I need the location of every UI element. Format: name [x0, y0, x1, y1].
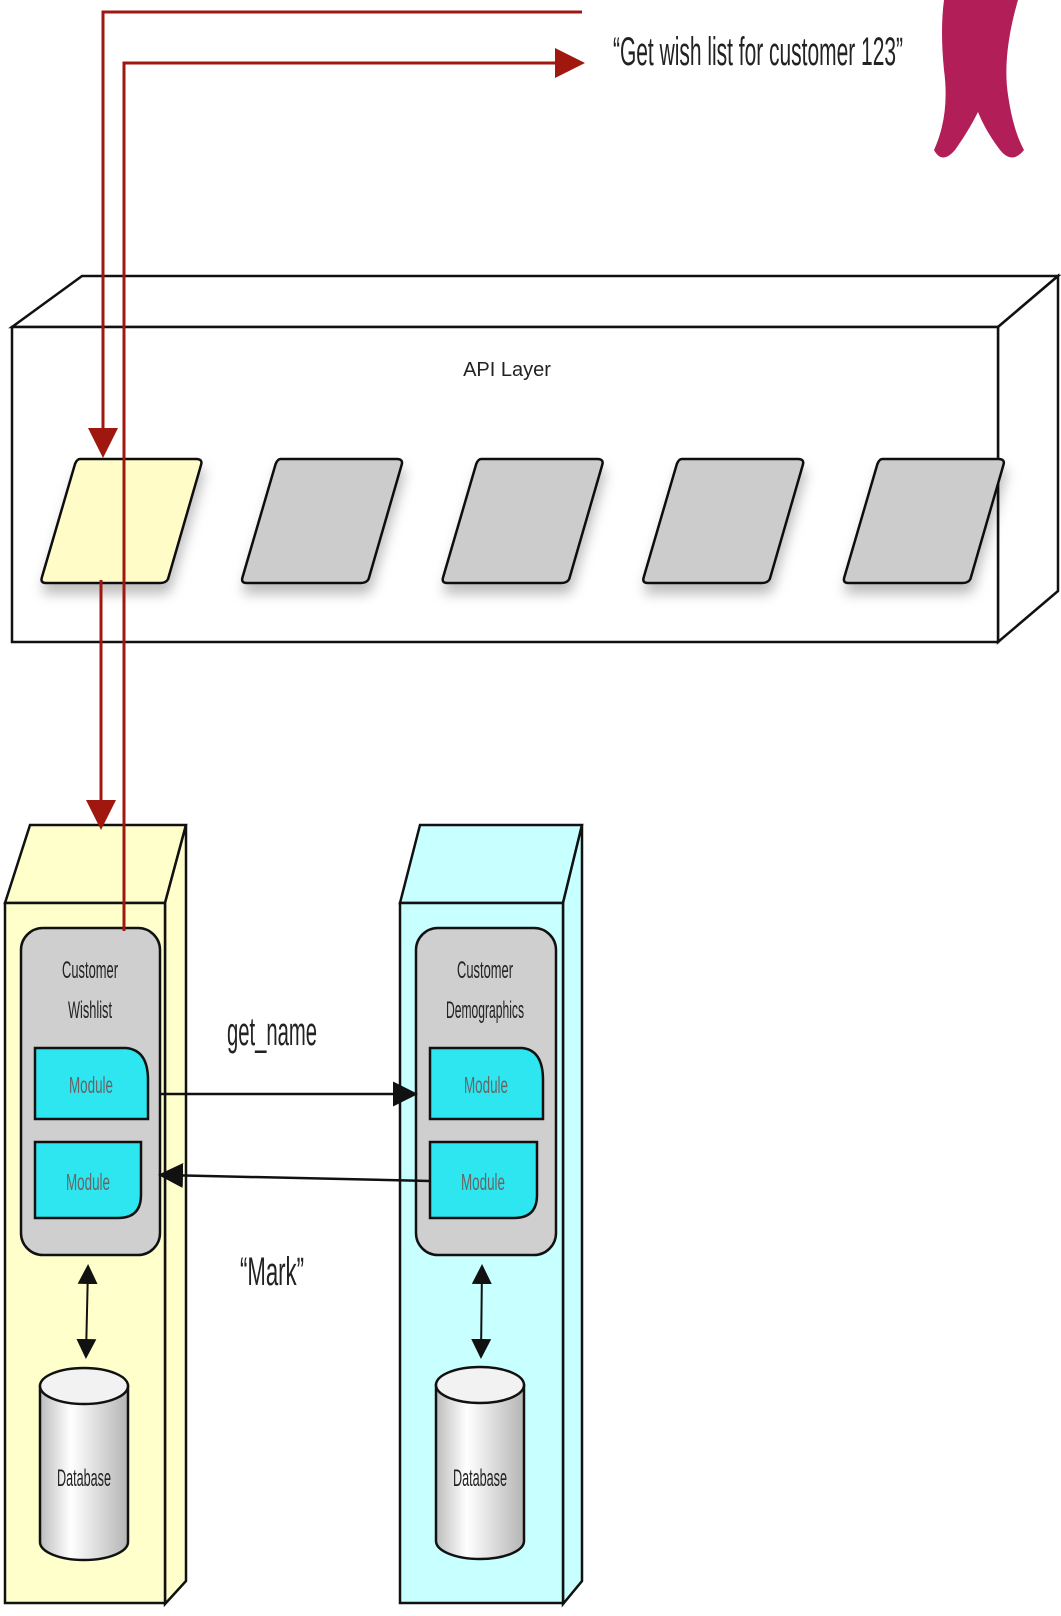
wishlist-module-1: Module	[33, 1046, 150, 1121]
response-arrow-out	[122, 48, 585, 931]
user-icon	[934, 0, 1024, 158]
wishlist-module-2-label: Module	[66, 1169, 110, 1195]
wishlist-database: Database	[38, 1366, 130, 1562]
wishlist-name-line-1: Customer	[62, 957, 118, 984]
mark-label: “Mark”	[240, 1250, 304, 1294]
api-endpoint-2	[240, 457, 404, 585]
wishlist-db-connector	[76, 1264, 98, 1359]
demographics-db-connector	[471, 1264, 492, 1359]
demographics-module-2-label: Module	[461, 1169, 505, 1195]
wishlist-module-2: Module	[33, 1140, 143, 1220]
request-text: “Get wish list for customer 123”	[613, 30, 903, 74]
api-endpoint-4	[642, 457, 805, 585]
demographics-database-label: Database	[453, 1465, 507, 1492]
demographics-name-line-2: Demographics	[446, 997, 524, 1024]
api-endpoint-3	[441, 457, 604, 585]
wishlist-module-1-label: Module	[69, 1072, 113, 1098]
request-flow	[86, 10, 585, 931]
wishlist-database-label: Database	[57, 1465, 111, 1492]
demographics-name-line-1: Customer	[457, 957, 513, 984]
demographics-module-2: Module	[428, 1140, 539, 1220]
wishlist-name-line-2: Wishlist	[68, 997, 112, 1024]
get-name-label: get_name	[227, 1010, 317, 1054]
api-layer-title: API Layer	[463, 359, 551, 381]
demographics-module-1-label: Module	[464, 1072, 508, 1098]
endpoint-group	[40, 457, 1006, 585]
request-arrow-in	[88, 10, 582, 458]
api-endpoint-active	[40, 457, 203, 585]
demographics-module-1: Module	[428, 1046, 545, 1121]
api-endpoint-5	[842, 457, 1006, 585]
mark-response-arrow	[158, 1162, 431, 1188]
demographics-database: Database	[434, 1365, 526, 1561]
